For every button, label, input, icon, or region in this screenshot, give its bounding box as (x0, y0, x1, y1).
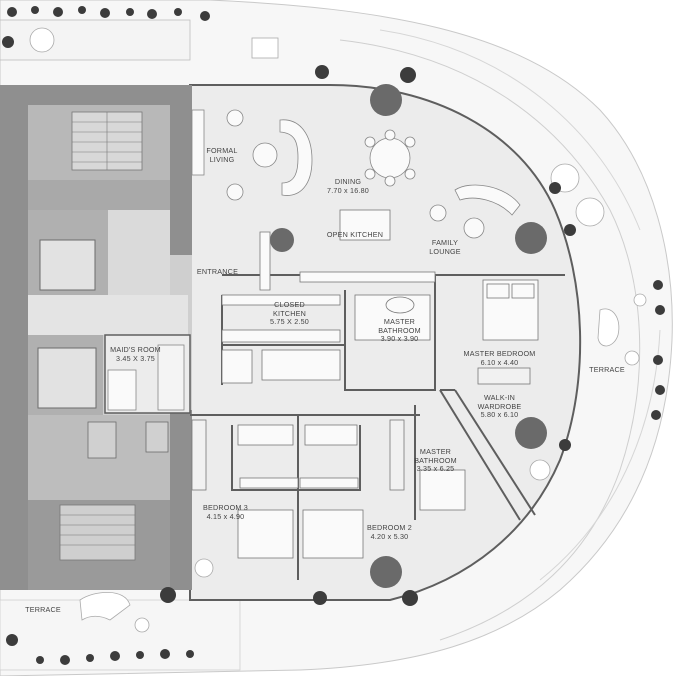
beds (237, 279, 539, 559)
room-label-walk-in-wardrobe: WALK-IN WARDROBE 5.80 x 6.10 (472, 393, 527, 420)
room-name: WALK-IN WARDROBE (477, 393, 522, 411)
room-dims: 5.75 X 2.50 (270, 317, 309, 326)
room-label-terrace-right: TERRACE (589, 365, 625, 374)
room-label-maids-room: MAID'S ROOM 3.45 X 3.75 (108, 345, 163, 363)
room-dims: 4.15 x 4.90 (206, 511, 245, 521)
bathrooms (237, 294, 466, 511)
room-dims: 5.80 x 6.10 (480, 410, 519, 419)
room-name: BEDROOM 2 (367, 523, 412, 532)
room-label-closed-kitchen: CLOSED KITCHEN 5.75 X 2.50 (262, 300, 317, 327)
room-label-formal-living: FORMAL LIVING (206, 146, 238, 164)
room-label-family-lounge: FAMILY LOUNGE (429, 238, 461, 256)
building-core (0, 85, 192, 590)
living-furniture (191, 109, 521, 239)
room-name: MASTER BATHROOM (378, 317, 421, 335)
closets (191, 367, 531, 491)
room-label-master-bathroom-2: MASTER BATHROOM 3.35 x 6.25 (408, 447, 463, 474)
dark-circles (270, 84, 547, 588)
room-dims: 3.35 x 6.25 (416, 464, 455, 473)
room-name: BEDROOM 3 (203, 503, 248, 512)
room-name: MASTER BEDROOM (463, 349, 536, 358)
room-label-bedroom-3: BEDROOM 3 4.15 x 4.90 (198, 503, 253, 521)
kitchen-counters (221, 209, 436, 384)
floor-slab (189, 84, 582, 601)
room-dims: 6.10 x 4.40 (480, 357, 519, 367)
room-label-open-kitchen: OPEN KITCHEN (326, 230, 384, 239)
room-label-master-bathroom-1: MASTER BATHROOM 3.90 x 3.90 (372, 317, 427, 344)
room-label-bedroom-2: BEDROOM 2 4.20 x 5.30 (362, 523, 417, 541)
maids-room-area (104, 334, 191, 414)
room-label-entrance: ENTRANCE (196, 267, 239, 276)
room-label-master-bedroom: MASTER BEDROOM 6.10 x 4.40 (462, 349, 537, 367)
room-name: DINING (334, 177, 362, 186)
room-name: MAID'S ROOM (110, 345, 161, 354)
room-dims: 3.45 X 3.75 (116, 353, 155, 363)
room-name: MASTER BATHROOM (414, 447, 457, 465)
room-label-dining: DINING 7.70 x 16.80 (318, 177, 378, 195)
terrace-furniture (29, 27, 647, 633)
room-name: CLOSED KITCHEN (273, 300, 306, 318)
room-dims: 3.90 x 3.90 (380, 334, 419, 343)
room-label-terrace-bottom: TERRACE (25, 605, 61, 614)
room-dims: 7.70 x 16.80 (327, 185, 369, 195)
plants (2, 6, 665, 665)
room-dims: 4.20 x 5.30 (370, 531, 409, 541)
